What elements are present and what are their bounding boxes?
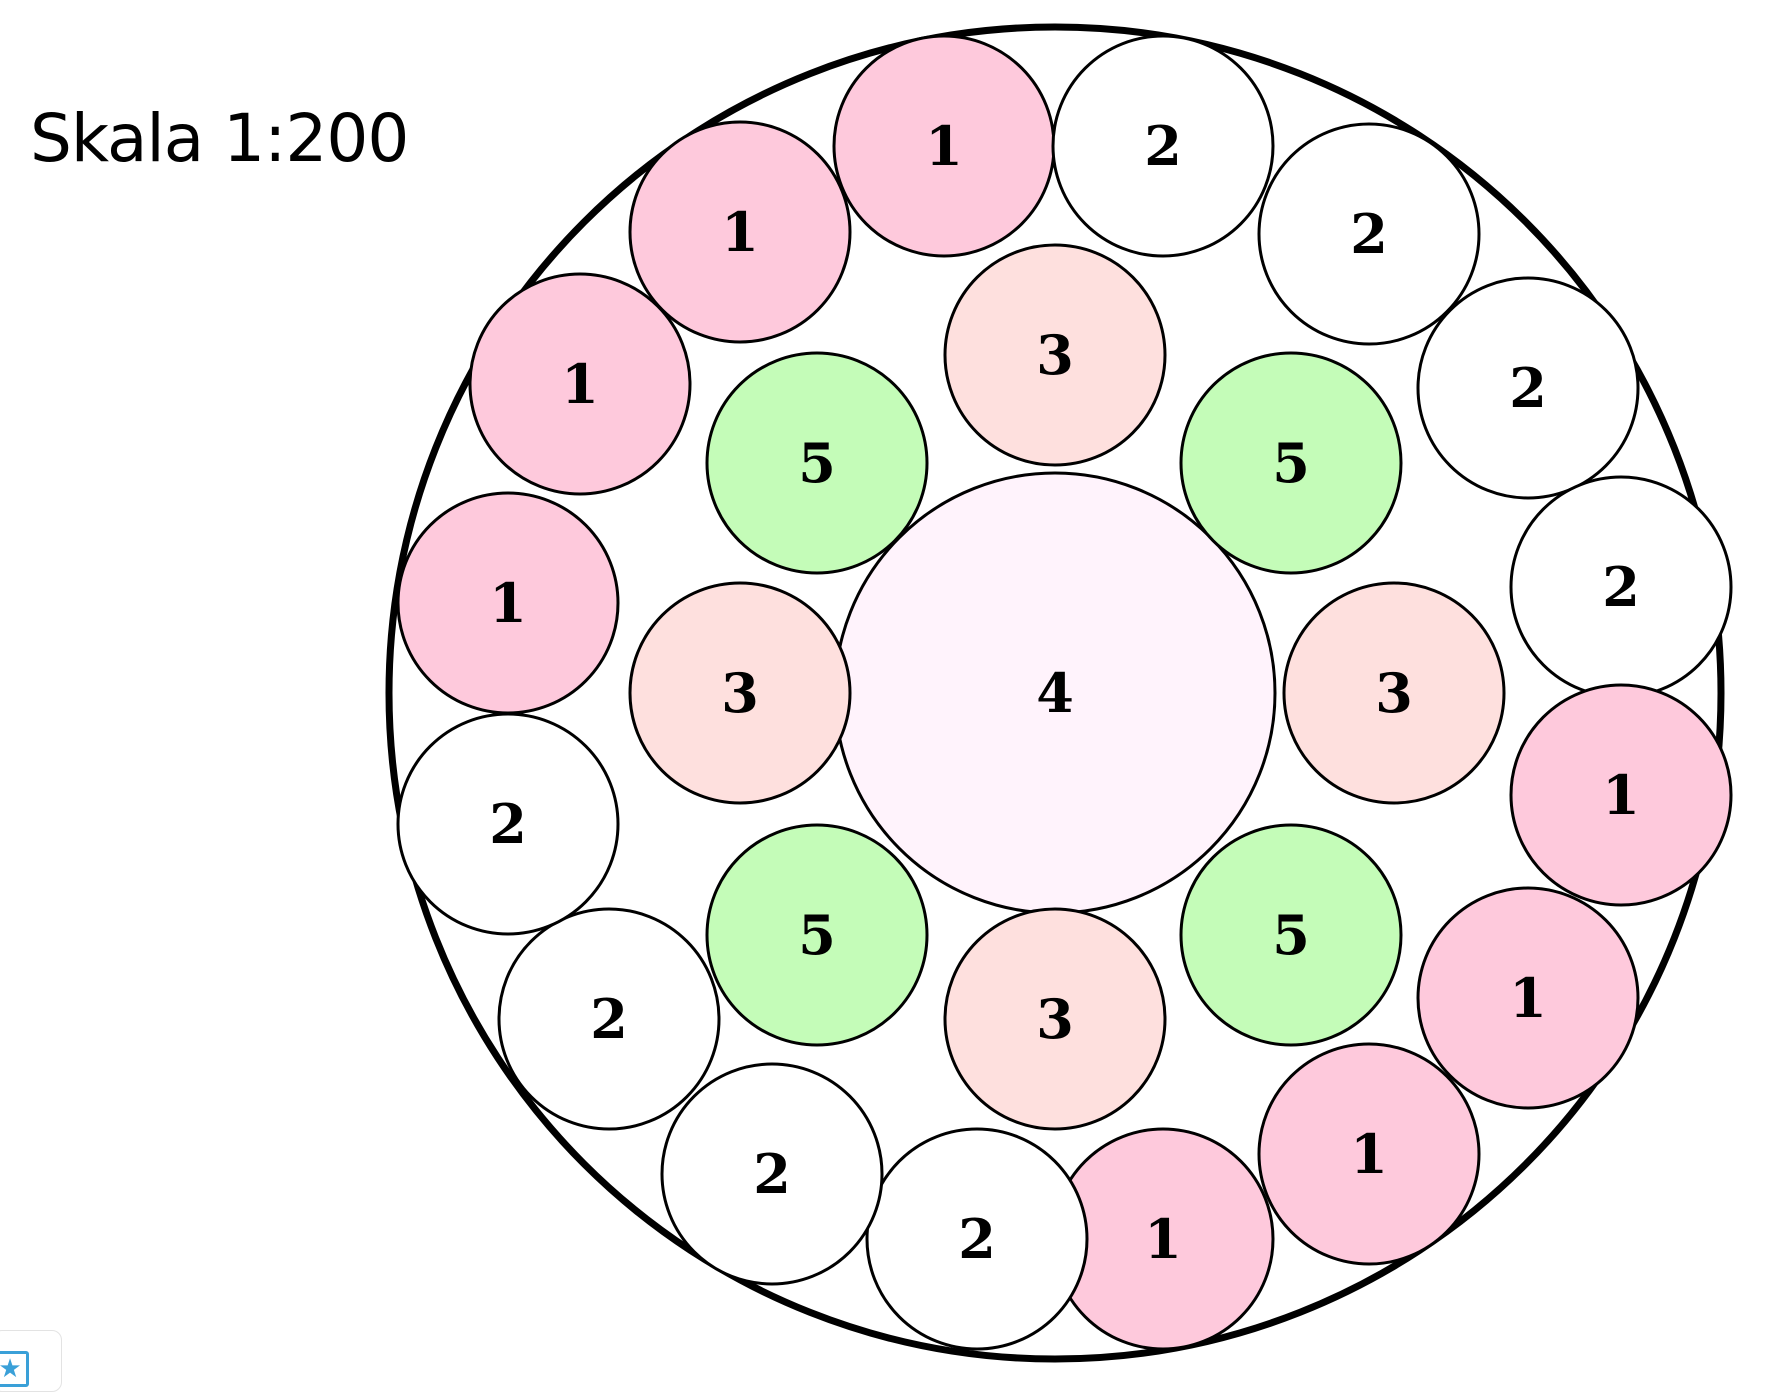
outer-circle-3-label: 2 bbox=[1350, 202, 1388, 266]
inner-circle-6: 5 bbox=[705, 823, 929, 1047]
outer-circle-12: 2 bbox=[497, 907, 721, 1131]
outer-circle-13: 2 bbox=[396, 712, 620, 936]
inner-circle-1-shape bbox=[943, 243, 1167, 467]
outer-circle-9-label: 1 bbox=[1144, 1207, 1182, 1271]
outer-circle-15-shape bbox=[468, 272, 692, 496]
outer-circle-2: 2 bbox=[1051, 34, 1275, 258]
outer-circle-6-shape bbox=[1509, 683, 1733, 907]
outer-circle-14-label: 1 bbox=[489, 571, 527, 635]
outer-circle-1: 1 bbox=[832, 34, 1056, 258]
outer-circle-3-shape bbox=[1257, 122, 1481, 346]
outer-circle-10-label: 2 bbox=[958, 1207, 996, 1271]
outer-boundary-circle bbox=[385, 23, 1725, 1363]
outer-circle-13-label: 2 bbox=[489, 792, 527, 856]
outer-circle-8: 1 bbox=[1257, 1042, 1481, 1266]
inner-circle-5: 3 bbox=[943, 907, 1167, 1131]
inner-circle-7: 3 bbox=[628, 581, 852, 805]
center-circle: 4 bbox=[833, 471, 1277, 915]
inner-circle-6-label: 5 bbox=[798, 903, 836, 967]
inner-circle-8: 5 bbox=[705, 351, 929, 575]
inner-circle-7-label: 3 bbox=[721, 661, 759, 725]
outer-circle-12-label: 2 bbox=[590, 987, 628, 1051]
inner-circle-2-shape bbox=[1179, 351, 1403, 575]
outer-circle-7-shape bbox=[1416, 886, 1640, 1110]
inner-circle-7-shape bbox=[628, 581, 852, 805]
inner-circle-5-label: 3 bbox=[1036, 987, 1074, 1051]
outer-circle-7: 1 bbox=[1416, 886, 1640, 1110]
inner-circle-4-shape bbox=[1179, 823, 1403, 1047]
inner-circle-3-shape bbox=[1282, 581, 1506, 805]
inner-circle-1: 3 bbox=[943, 243, 1167, 467]
inner-circle-4-label: 5 bbox=[1272, 903, 1310, 967]
outer-circle-8-label: 1 bbox=[1350, 1122, 1388, 1186]
outer-circle-8-shape bbox=[1257, 1042, 1481, 1266]
inner-circle-8-label: 5 bbox=[798, 431, 836, 495]
corner-badge[interactable]: ★ bbox=[0, 1330, 62, 1392]
outer-circle-4-shape bbox=[1416, 276, 1640, 500]
outer-circle-16: 1 bbox=[628, 120, 852, 344]
inner-circle-6-shape bbox=[705, 823, 929, 1047]
outer-circle-6: 1 bbox=[1509, 683, 1733, 907]
outer-circle-16-shape bbox=[628, 120, 852, 344]
scale-label: Skala 1:200 bbox=[30, 100, 409, 177]
outer-circle-11-label: 2 bbox=[753, 1142, 791, 1206]
outer-circle-2-shape bbox=[1051, 34, 1275, 258]
outer-circle-4: 2 bbox=[1416, 276, 1640, 500]
outer-circle-15: 1 bbox=[468, 272, 692, 496]
outer-circle-2-label: 2 bbox=[1144, 114, 1182, 178]
outer-circle-14: 1 bbox=[396, 491, 620, 715]
outer-circle-9: 1 bbox=[1051, 1127, 1275, 1351]
star-icon: ★ bbox=[0, 1351, 29, 1387]
center-circle-label: 4 bbox=[1036, 661, 1074, 725]
outer-circle-3: 2 bbox=[1257, 122, 1481, 346]
inner-circle-1-label: 3 bbox=[1036, 323, 1074, 387]
inner-circle-2-label: 5 bbox=[1272, 431, 1310, 495]
outer-circle-6-label: 1 bbox=[1602, 763, 1640, 827]
inner-circle-3: 3 bbox=[1282, 581, 1506, 805]
outer-circle-1-label: 1 bbox=[925, 114, 963, 178]
outer-circle-4-label: 2 bbox=[1509, 356, 1547, 420]
inner-circle-5-shape bbox=[943, 907, 1167, 1131]
outer-circle-5: 2 bbox=[1509, 475, 1733, 699]
inner-circle-8-shape bbox=[705, 351, 929, 575]
inner-circle-3-label: 3 bbox=[1375, 661, 1413, 725]
outer-circle-7-label: 1 bbox=[1509, 966, 1547, 1030]
outer-circle-11-shape bbox=[660, 1062, 884, 1286]
outer-circle-15-label: 1 bbox=[561, 352, 599, 416]
inner-circle-2: 5 bbox=[1179, 351, 1403, 575]
outer-circle-14-shape bbox=[396, 491, 620, 715]
outer-circle-10-shape bbox=[865, 1127, 1089, 1351]
outer-circle-16-label: 1 bbox=[721, 200, 759, 264]
outer-circle-11: 2 bbox=[660, 1062, 884, 1286]
outer-circle-10: 2 bbox=[865, 1127, 1089, 1351]
outer-circle-5-label: 2 bbox=[1602, 555, 1640, 619]
inner-circle-4: 5 bbox=[1179, 823, 1403, 1047]
outer-circle-12-shape bbox=[497, 907, 721, 1131]
